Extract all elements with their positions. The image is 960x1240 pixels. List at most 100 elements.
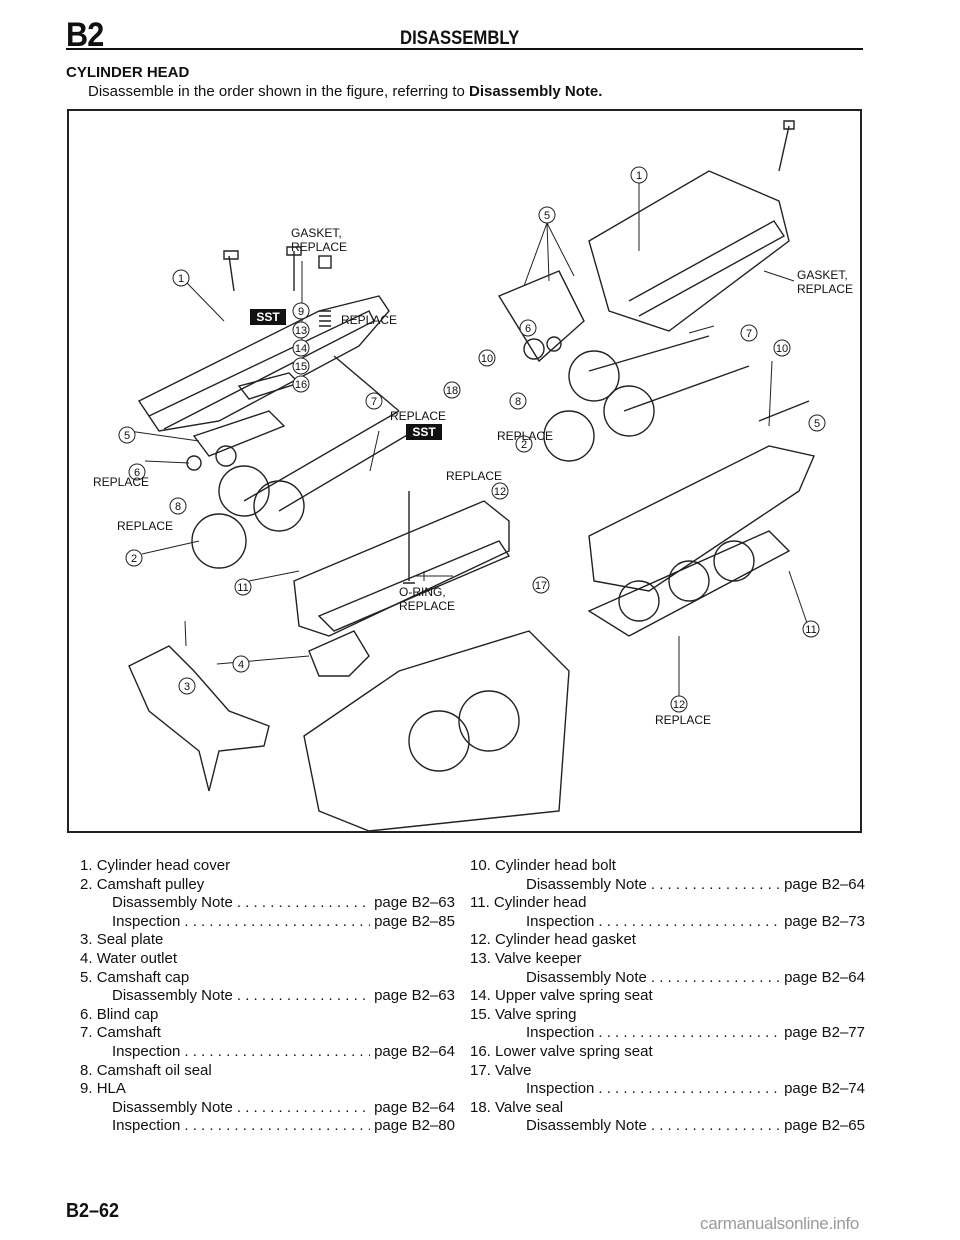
svg-text:6: 6 [134,467,140,479]
callout-7-right: 7 [740,324,758,342]
part-number: 5. [80,968,93,986]
reference-label: Inspection [112,1042,181,1060]
leader-dots [184,1117,370,1136]
part-number: 13. [470,949,491,967]
right-cam-gear-1 [568,350,620,402]
callout-8-right: 8 [509,392,527,410]
reference-label: Inspection [112,912,181,930]
part-reference: Disassembly Note page B2–63 [80,987,455,1006]
right-bore-3 [713,540,755,582]
part-item: 11. Cylinder head [470,894,865,913]
camshaft-pulley-right [543,410,595,462]
reference-page: page B2–64 [784,968,865,986]
part-number: 12. [470,931,491,949]
oil-seal-left [215,445,237,467]
left-head-gasket-shape [317,540,511,632]
part-number: 14. [470,987,491,1005]
svg-text:2: 2 [131,553,137,565]
header-rule [66,48,863,50]
callout-4: 4 [232,655,250,673]
svg-text:6: 6 [525,323,531,335]
part-number: 8. [80,1061,93,1079]
part-item: 9. HLA [80,1080,455,1099]
label-oring-1: O-RING, [399,585,446,599]
label-gasket-replace-left-2: REPLACE [291,240,347,254]
head-bolt-left [333,355,400,412]
reference-page: page B2–85 [374,912,455,930]
label-replace-head-gasket-center: REPLACE [446,469,502,483]
reference-label: Disassembly Note [526,875,647,893]
bore-2 [458,690,520,752]
part-reference: Inspectionpage B2–80 [80,1117,455,1136]
svg-text:1: 1 [636,170,642,182]
callout-9: 9 [292,302,310,320]
svg-text:12: 12 [673,699,685,711]
part-name: Upper valve spring seat [495,987,653,1005]
part-number: 2. [80,875,93,893]
right-camshaft-1 [588,335,710,372]
label-oring-2: REPLACE [399,599,455,613]
part-number: 16. [470,1042,491,1060]
callout-10-right: 10 [773,339,791,357]
part-reference: Inspection page B2–64 [80,1043,455,1062]
left-cylinder-head-shape [293,500,510,637]
part-item: 5. Camshaft cap [80,969,455,988]
sst-badge-1: SST [250,309,286,325]
left-camshaft-2 [278,430,415,512]
reference-page: page B2–77 [784,1024,865,1042]
exploded-view-figure: 1 1 2 2 3 4 5 5 5 6 6 7 7 8 8 9 10 10 18… [67,109,862,833]
seal-plate-shape [128,645,270,792]
diagram-drawing [128,120,815,831]
part-name: Blind cap [96,1005,159,1023]
part-number: 7. [80,1024,93,1042]
right-bore-1 [618,580,660,622]
label-replace-head-bolt: REPLACE [497,429,553,443]
reference-label: Disassembly Note [112,987,233,1005]
callout-11-right: 11 [802,620,820,638]
right-camshaft-2 [623,365,750,412]
part-item: 8. Camshaft oil seal [80,1062,455,1081]
callout-10-center: 10 [478,349,496,367]
reference-label: Disassembly Note [526,1117,647,1135]
part-name: Lower valve spring seat [495,1042,653,1060]
leader-lines [128,181,808,696]
callouts: 1 1 2 2 3 4 5 5 5 6 6 7 7 8 8 9 10 10 18… [118,166,826,713]
leader-dots [184,913,370,932]
reference-page: page B2–63 [374,987,455,1005]
subheading: CYLINDER HEAD [66,64,190,81]
figure-labels: GASKET, REPLACE GASKET, REPLACE REPLACE … [93,226,853,727]
svg-text:5: 5 [814,418,820,430]
label-gasket-replace-right-1: GASKET, [797,268,848,282]
part-name: Cylinder head gasket [495,931,636,949]
reference-page: page B2–64 [374,1042,455,1060]
svg-text:9: 9 [298,306,304,318]
callout-12-bottom: 12 [670,695,688,713]
part-name: Camshaft pulley [96,875,205,893]
callout-11-left: 11 [234,578,252,596]
watermark: carmanualsonline.info [700,1214,860,1233]
svg-text:SST: SST [256,310,280,324]
callout-3: 3 [178,677,196,695]
reference-page: page B2–64 [374,1098,455,1116]
part-item: 14. Upper valve spring seat [470,987,865,1006]
part-item: 4. Water outlet [80,950,455,969]
callout-6-right: 6 [519,319,537,337]
part-reference: Disassembly Notepage B2–64 [470,876,865,895]
reference-label: Disassembly Note [526,968,647,986]
callout-18: 18 [443,381,461,399]
label-replace-blind-cap: REPLACE [93,475,149,489]
svg-text:5: 5 [124,430,130,442]
part-name: Valve [495,1061,532,1079]
part-reference: Inspectionpage B2–74 [470,1080,865,1099]
svg-text:13: 13 [295,325,307,337]
label-replace-valve-seal: REPLACE [390,409,446,423]
part-number: 10. [470,857,491,874]
blind-cap-right [546,336,562,352]
head-bolt-right [758,400,810,422]
part-number: 6. [80,1005,93,1023]
exploded-diagram: 1 1 2 2 3 4 5 5 5 6 6 7 7 8 8 9 10 10 18… [93,120,853,831]
right-head-gasket-shape [587,530,791,637]
part-item: 17. Valve [470,1062,865,1081]
part-name: Cylinder head [493,894,587,912]
